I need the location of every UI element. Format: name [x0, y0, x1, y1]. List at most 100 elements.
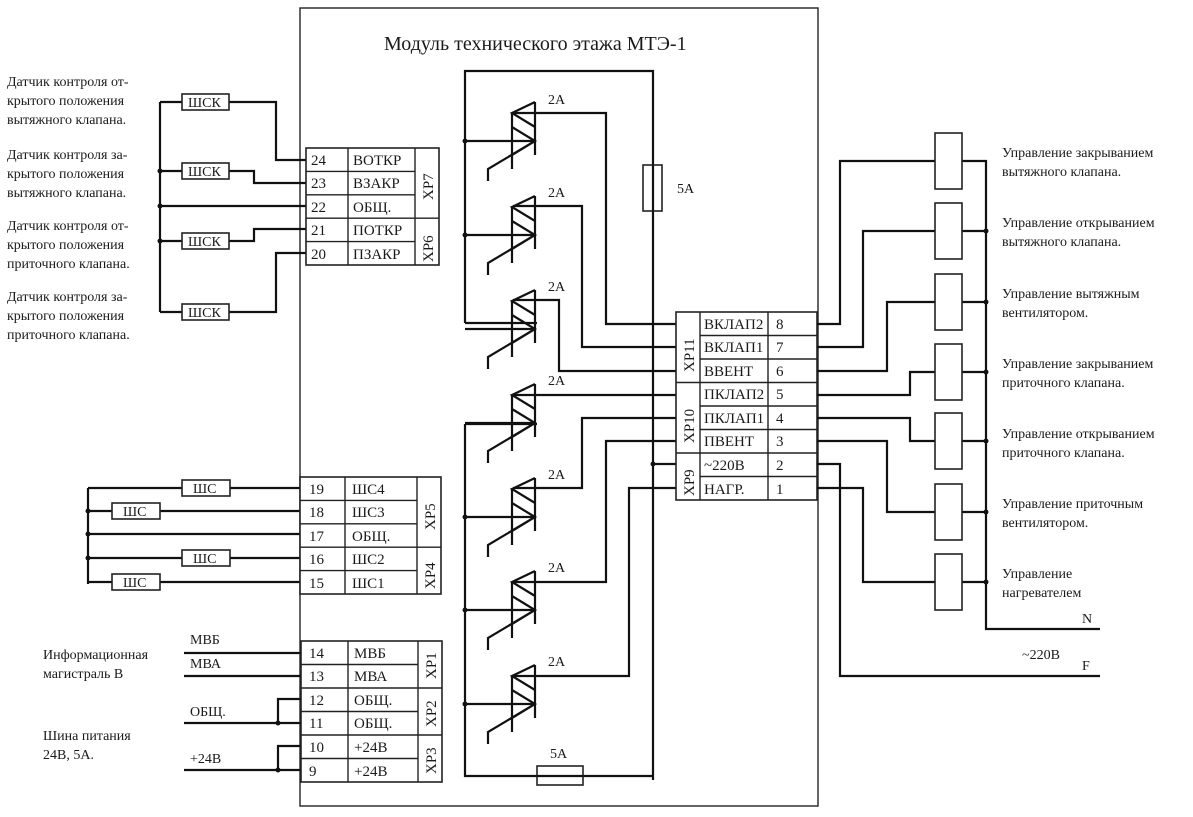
triac-symbol [465, 195, 538, 275]
sensor-label-2c: вытяжного клапана. [7, 186, 126, 201]
triac-1 [465, 101, 538, 181]
fuse-top-label: 5А [677, 182, 695, 197]
group-xp7: ХР7 [421, 173, 437, 200]
triac-symbol [465, 664, 538, 744]
sensor-label-1b: крытого положения [7, 94, 125, 109]
pin-13-name: МВА [354, 669, 387, 685]
pin-22-name: ОБЩ. [353, 200, 391, 216]
output-label-6b: вентилятором. [1002, 516, 1088, 531]
shsk-element-3: ШСК [181, 232, 230, 250]
pin-11: 11 [309, 716, 323, 732]
sensor-label-4c: приточного клапана. [7, 328, 130, 343]
svg-text:2А: 2А [548, 186, 566, 201]
pin-9-name: +24В [354, 764, 387, 780]
pin-1-name: НАГР. [704, 482, 745, 498]
triac-symbol [465, 477, 538, 557]
svg-text:2А: 2А [548, 655, 566, 670]
power-bus-label-b: 24В, 5А. [43, 748, 94, 763]
pin-15: 15 [309, 576, 324, 592]
wire-label-24v: +24В [190, 752, 221, 767]
connector-xp5-xp4: 19 ШС4 18 ШС3 17 ОБЩ. 16 ШС2 15 ШС1 ХР5 … [299, 476, 442, 595]
pin-10-name: +24В [354, 740, 387, 756]
connector-xp1-xp3: 14 МВБ 13 МВА 12 ОБЩ. 11 ОБЩ. 10 +24В 9 … [300, 640, 443, 783]
triac-symbol [465, 289, 538, 369]
sensor-label-4a: Датчик контроля за- [7, 290, 128, 305]
output-label-4a: Управление закрыванием [1002, 357, 1154, 372]
pin-24: 24 [311, 153, 327, 169]
relay-coils [934, 132, 963, 611]
svg-text:2А: 2А [548, 468, 566, 483]
shsk-element-4: ШСК [181, 303, 230, 321]
sensor-label-3b: крытого положения [7, 238, 125, 253]
output-label-5a: Управление открыванием [1002, 427, 1155, 442]
pin-10: 10 [309, 740, 324, 756]
svg-text:ШСК: ШСК [188, 96, 221, 111]
pin-3-name: ПВЕНТ [704, 434, 754, 450]
pin-1: 1 [776, 482, 784, 498]
sensor-elements: ШСК ШСК ШСК ШСК [181, 93, 230, 321]
triac-bus [462, 69, 656, 780]
info-bus-label-b: магистраль В [43, 667, 123, 682]
pin-21-name: ПОТКР [353, 223, 402, 239]
triac-rating-labels: 2А 2А 2А 2А 2А 2А 2А [548, 93, 566, 670]
output-label-7b: нагревателем [1002, 586, 1081, 601]
sensor-label-1c: вытяжного клапана. [7, 113, 126, 128]
relay-coil-7 [934, 553, 963, 611]
pin-11-name: ОБЩ. [354, 716, 392, 732]
group-xp11: ХР11 [682, 338, 698, 372]
wire-label-mvb: МВБ [190, 633, 220, 648]
fuse-bottom: 5А [536, 747, 584, 786]
pin-8-name: ВКЛАП2 [704, 317, 763, 333]
output-label-1a: Управление закрыванием [1002, 146, 1154, 161]
output-label-2a: Управление открыванием [1002, 216, 1155, 231]
relay-coil-1 [934, 132, 963, 190]
pin-21: 21 [311, 223, 326, 239]
group-xp3: ХР3 [424, 747, 440, 774]
wire-label-mva: МВА [190, 657, 222, 672]
pin-17-name: ОБЩ. [352, 529, 390, 545]
pin-5-name: ПКЛАП2 [704, 387, 764, 403]
pin-4-name: ПКЛАП1 [704, 411, 764, 427]
pin-23: 23 [311, 176, 326, 192]
svg-text:ШС: ШС [123, 576, 146, 591]
pin-9: 9 [309, 764, 317, 780]
pin-24-name: ВОТКР [353, 153, 401, 169]
pin-14: 14 [309, 646, 325, 662]
relay-coil-4 [934, 343, 963, 401]
group-xp2: ХР2 [424, 700, 440, 727]
supply-label: ~220В [1022, 648, 1060, 663]
relay-coil-2 [934, 202, 963, 260]
triac-7 [465, 664, 538, 744]
pin-16: 16 [309, 552, 325, 568]
svg-text:ШСК: ШСК [188, 165, 221, 180]
svg-text:2А: 2А [548, 561, 566, 576]
shs-element-3: ШС [111, 502, 161, 520]
shs-element-2: ШС [181, 549, 231, 567]
pin-6-name: ВВЕНТ [704, 364, 753, 380]
pin-8: 8 [776, 317, 784, 333]
svg-text:ШС: ШС [123, 505, 146, 520]
relay-coil-3 [934, 273, 963, 331]
pin-19-name: ШС4 [352, 482, 385, 498]
fuse-bottom-label: 5А [550, 747, 568, 762]
pin-4: 4 [776, 411, 784, 427]
pin-18: 18 [309, 505, 324, 521]
triac-output-wiring [465, 111, 680, 678]
relay-coil-6 [934, 483, 963, 541]
group-xp4: ХР4 [423, 562, 439, 589]
pin-15-name: ШС1 [352, 576, 385, 592]
svg-text:ШСК: ШСК [188, 235, 221, 250]
shs-element-1: ШС [111, 573, 161, 591]
loop-elements: ШС ШС ШС ШС [111, 479, 231, 591]
pin-14-name: МВБ [354, 646, 386, 662]
svg-text:ШС: ШС [193, 482, 216, 497]
sensor-wiring [157, 100, 306, 314]
shsk-element-1: ШСК [181, 93, 230, 111]
bus-labels: Информационная магистраль В Шина питания… [43, 633, 226, 767]
output-label-1b: вытяжного клапана. [1002, 165, 1121, 180]
svg-text:ШСК: ШСК [188, 306, 221, 321]
group-xp10: ХР10 [682, 409, 698, 443]
triac-symbol [465, 101, 538, 181]
output-wiring [817, 159, 1100, 678]
